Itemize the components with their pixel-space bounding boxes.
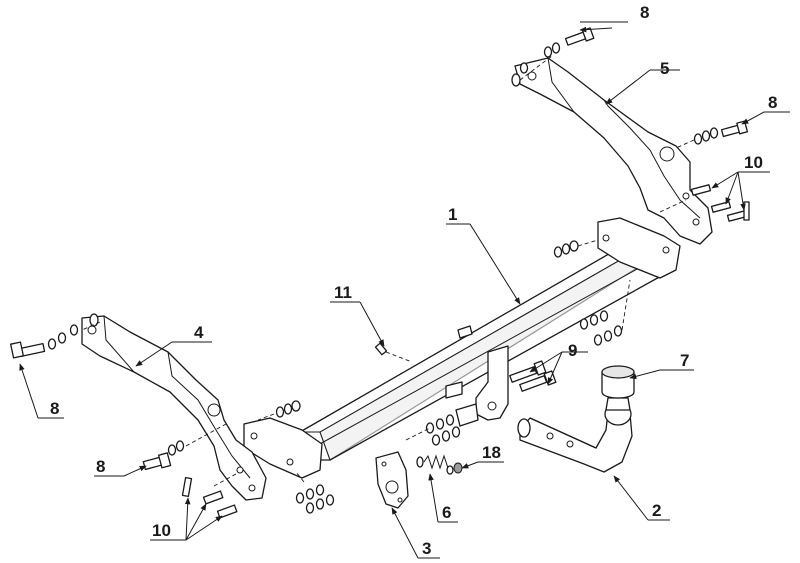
callout-4: 4 (194, 323, 204, 342)
callout-labels: 8 5 8 10 1 11 4 9 7 8 8 18 2 6 10 3 (50, 3, 777, 558)
right-side-bracket (514, 57, 713, 245)
electrical-socket-plate (375, 451, 409, 509)
leader-lines (19, 21, 790, 559)
assembly-guide-lines (81, 55, 695, 487)
callout-3: 3 (422, 539, 431, 558)
tow-ball-cover (601, 365, 635, 399)
callout-8-left-lower: 8 (96, 457, 105, 476)
bolt-left-lower (142, 440, 185, 471)
callout-2: 2 (652, 501, 661, 520)
spring-clip (416, 454, 449, 470)
callout-6: 6 (442, 503, 451, 522)
callout-5: 5 (660, 59, 669, 78)
bolt-left-upper (10, 313, 99, 359)
nut-set-left-plate (257, 400, 335, 514)
left-side-bracket (81, 315, 267, 501)
nut-set-right-plate (553, 239, 631, 346)
nut-18 (446, 462, 463, 475)
main-crossbeam (243, 217, 681, 479)
callout-1: 1 (448, 205, 457, 224)
callout-10-right: 10 (744, 153, 763, 172)
callout-7: 7 (680, 351, 689, 370)
bolt-11 (374, 342, 413, 363)
bolt-right (693, 120, 749, 145)
tow-ball-arm (517, 397, 633, 473)
callout-18: 18 (482, 443, 501, 462)
bolt-set-10-left (181, 476, 238, 519)
bolt-top (511, 27, 595, 87)
callout-8-left-upper: 8 (50, 399, 59, 418)
callout-8-top: 8 (640, 3, 649, 22)
callout-11: 11 (334, 283, 352, 302)
callout-9: 9 (568, 341, 577, 360)
callout-8-right: 8 (768, 93, 777, 112)
callout-10-left: 10 (152, 521, 171, 540)
